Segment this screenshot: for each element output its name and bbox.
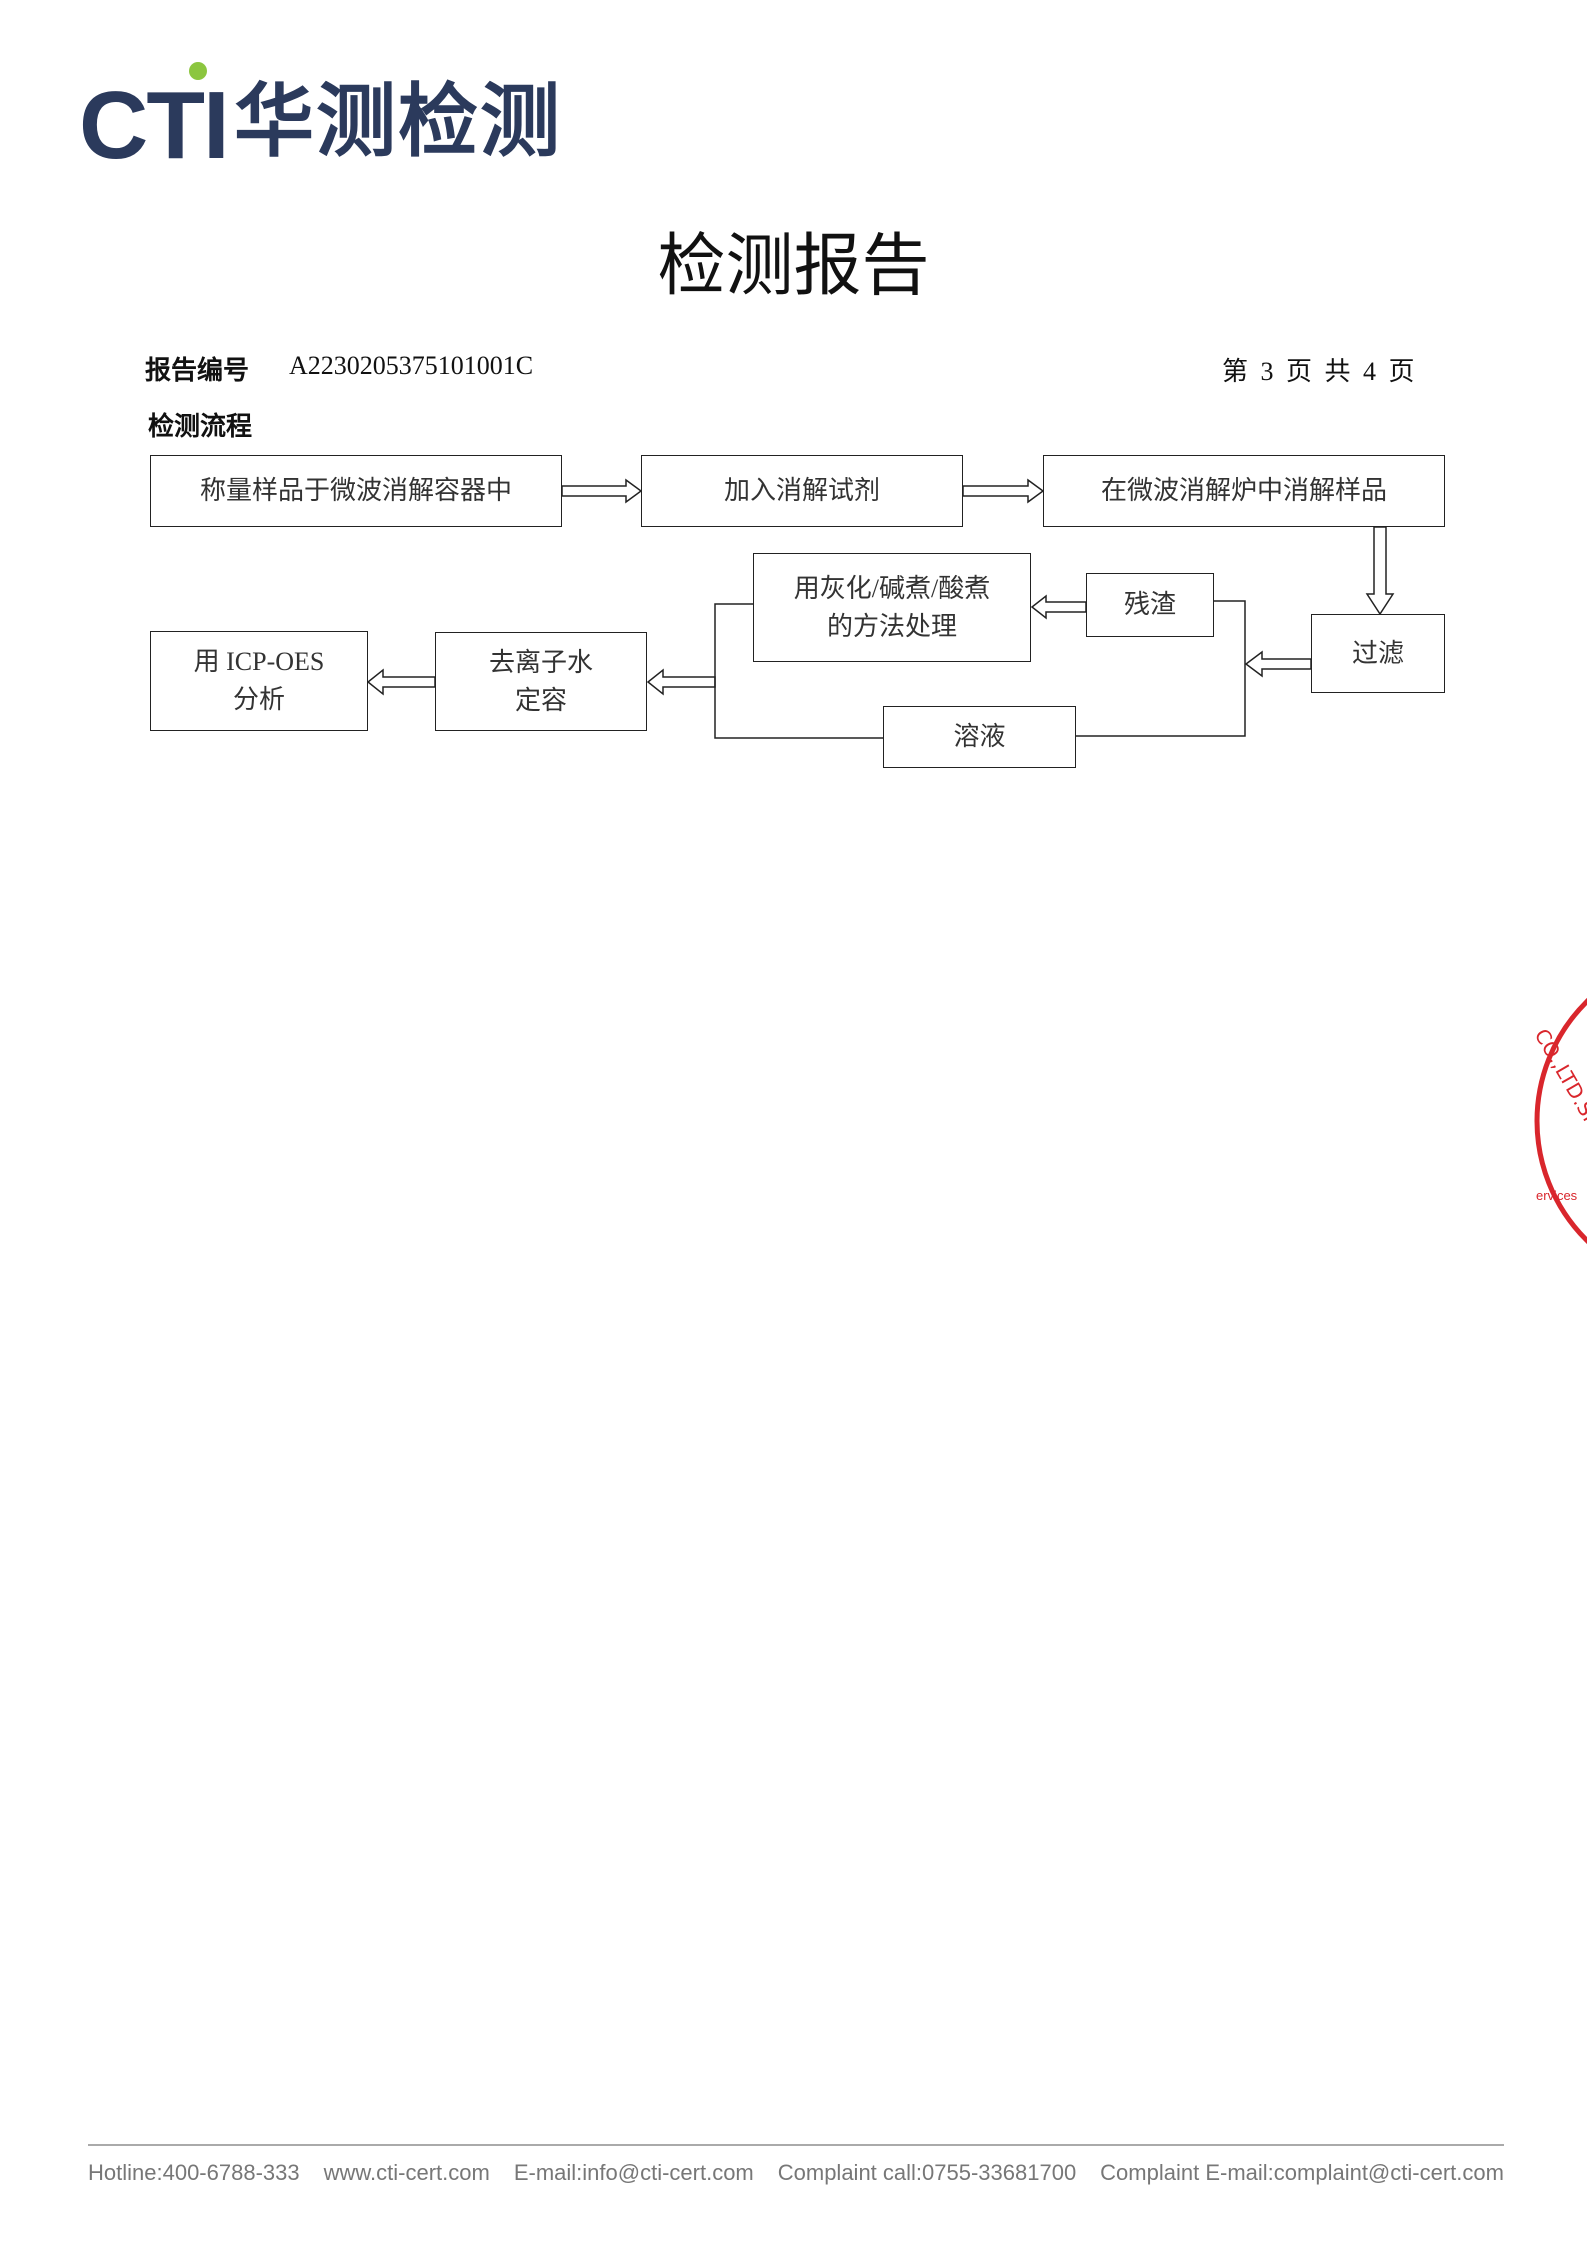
arrow-down-icon: [1365, 526, 1395, 616]
flow-step-analyze: 用 ICP-OES 分析: [150, 631, 368, 731]
section-title: 检测流程: [148, 412, 253, 442]
flow-step-label: 去离子水: [488, 647, 593, 677]
logo-dot: [189, 62, 207, 80]
flow-step-dilute: 去离子水 定容: [435, 632, 647, 731]
connector-line: [1076, 600, 1246, 737]
report-number-label: 报告编号: [145, 356, 250, 386]
company-seal: CO.,LTD.SHUNDE ervices: [1530, 997, 1587, 1245]
flow-step-label: 溶液: [953, 722, 1006, 751]
footer-complaint-email[interactable]: Complaint E-mail:complaint@cti-cert.com: [1100, 2160, 1504, 2185]
svg-text:ervices: ervices: [1536, 1188, 1578, 1203]
flow-step-label: 定容: [514, 685, 567, 715]
flow-step-label: 加入消解试剂: [723, 476, 880, 505]
footer: Hotline:400-6788-333 www.cti-cert.com E-…: [88, 2160, 1504, 2186]
footer-divider: [88, 2144, 1504, 2146]
report-number: A2230205375101001C: [289, 351, 534, 380]
flow-step-label: 过滤: [1351, 638, 1404, 668]
footer-website[interactable]: www.cti-cert.com: [323, 2160, 490, 2185]
flow-step-label: 称量样品于微波消解容器中: [199, 476, 512, 505]
flow-step-solution: 溶液: [883, 706, 1076, 768]
flow-step-label: 用 ICP-OES: [193, 647, 325, 676]
flow-step-add-reagent: 加入消解试剂: [641, 455, 963, 527]
flow-step-label: 残渣: [1123, 590, 1176, 619]
arrow-left-icon: [1030, 594, 1087, 620]
cti-logo: CTI 华测检测: [79, 60, 589, 174]
connector-line: [714, 603, 883, 739]
arrow-left-icon: [1244, 650, 1312, 678]
page-title: 检测报告: [657, 228, 930, 304]
flow-connectors: [366, 478, 1395, 739]
logo-text-en: CTI: [79, 72, 230, 179]
flow-step-label: 在微波消解炉中消解样品: [1100, 476, 1387, 505]
flow-step-label: 用灰化/碱煮/酸煮: [793, 573, 991, 603]
flow-step-filter: 过滤: [1311, 614, 1445, 693]
flow-step-digest: 在微波消解炉中消解样品: [1043, 455, 1445, 527]
footer-complaint-call: Complaint call:0755-33681700: [777, 2160, 1077, 2185]
arrow-right-icon: [962, 478, 1045, 504]
logo-text-cn: 华测检测: [234, 75, 562, 168]
arrow-left-icon: [366, 668, 436, 696]
flow-step-treat: 用灰化/碱煮/酸煮 的方法处理: [753, 553, 1031, 662]
flow-step-weigh: 称量样品于微波消解容器中: [150, 455, 562, 527]
flow-step-label: 的方法处理: [826, 611, 957, 641]
arrow-left-icon: [646, 668, 716, 696]
arrow-right-icon: [561, 478, 643, 504]
page-info: 第 3 页 共 4 页: [1222, 357, 1415, 386]
footer-hotline: Hotline:400-6788-333: [88, 2160, 300, 2185]
flow-step-residue: 残渣: [1086, 573, 1214, 637]
flow-step-label: 分析: [232, 685, 285, 714]
footer-email[interactable]: E-mail:info@cti-cert.com: [513, 2160, 754, 2185]
